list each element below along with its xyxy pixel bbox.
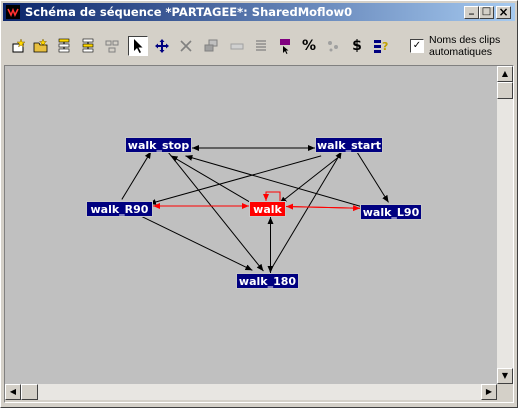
sequence-canvas[interactable]: walk_stop walk_start walk_R90 walk walk_… (5, 66, 497, 384)
toolbar: % $ ? ✓ Noms des clips automatiques (3, 23, 515, 63)
dollar-icon: $ (352, 38, 362, 54)
rectangle-icon (230, 43, 244, 50)
close-button[interactable]: × (496, 6, 511, 19)
tool-list[interactable] (251, 36, 271, 56)
tool-dollar[interactable]: $ (347, 36, 367, 56)
horizontal-scrollbar[interactable]: ◀ ▶ (5, 384, 497, 400)
auto-clip-names-checkbox[interactable]: ✓ (410, 39, 424, 53)
select-random-icon (280, 39, 290, 54)
transition-edge-walk_stop-to-walk_180[interactable] (166, 150, 264, 272)
maximize-button[interactable]: □ (479, 6, 494, 19)
app-icon (6, 5, 20, 19)
window-title: Schéma de séquence *PARTAGEE*: SharedMof… (25, 5, 353, 19)
clip-node-label: walk_L90 (362, 206, 420, 219)
tool-create-transition[interactable] (54, 36, 74, 56)
tool-delete[interactable] (176, 36, 196, 56)
clip-node-walk-start[interactable]: walk_start (315, 137, 383, 153)
tool-select-random[interactable] (275, 36, 295, 56)
transition-edge-walk_R90-to-walk_180[interactable] (137, 213, 253, 271)
tool-percent[interactable]: % (299, 36, 319, 56)
script-info-icon: ? (374, 40, 388, 53)
random-icon (328, 41, 338, 52)
transition-edge-walk_L90-to-walk[interactable] (286, 203, 361, 210)
transition-edge-walk_180-to-walk_start[interactable] (269, 151, 343, 272)
tool-rectangle[interactable] (227, 36, 247, 56)
auto-clip-names-label[interactable]: Noms des clips automatiques (429, 34, 500, 58)
arrow-up-icon: ▲ (501, 69, 509, 78)
tool-move[interactable] (152, 36, 172, 56)
transition-edges (121, 145, 389, 273)
edit-transition-icon (82, 38, 94, 53)
clip-node-label: walk_start (316, 139, 382, 152)
auto-clip-names-label-line1: Noms des clips (429, 34, 501, 46)
scroll-left-button[interactable]: ◀ (5, 384, 21, 400)
horizontal-scroll-thumb[interactable] (21, 384, 38, 400)
canvas-frame (4, 65, 514, 403)
tool-select[interactable] (128, 36, 148, 56)
tool-disabled[interactable] (102, 36, 122, 56)
vertical-scroll-thumb[interactable] (497, 82, 513, 99)
close-icon: × (498, 5, 509, 19)
percent-icon: % (301, 38, 317, 54)
title-bar[interactable]: Schéma de séquence *PARTAGEE*: SharedMof… (3, 3, 515, 21)
load-file-icon (33, 38, 48, 53)
auto-clip-names-label-line2: automatiques (429, 46, 493, 58)
vertical-scrollbar[interactable]: ▲ ▼ (497, 66, 513, 384)
clip-node-label: walk_stop (127, 139, 190, 152)
svg-text:?: ? (382, 40, 388, 53)
create-transition-icon (58, 38, 70, 53)
arrow-right-icon: ▶ (485, 387, 493, 396)
select-arrow-icon (134, 39, 143, 53)
clip-node-walk[interactable]: walk (249, 201, 286, 217)
transition-edge-walk_start-to-walk[interactable] (279, 154, 341, 204)
tool-copy[interactable] (201, 36, 221, 56)
delete-icon (180, 40, 192, 52)
arrow-down-icon: ▼ (501, 371, 509, 380)
disabled-tool-icon (105, 40, 119, 53)
clip-node-label: walk (253, 203, 282, 216)
new-motion-flow-icon (12, 38, 26, 53)
minimize-button[interactable]: _ (464, 4, 479, 19)
copy-icon (204, 39, 218, 52)
scroll-down-button[interactable]: ▼ (497, 368, 513, 384)
scroll-up-button[interactable]: ▲ (497, 66, 513, 82)
tool-load-file[interactable] (31, 36, 51, 56)
tool-script-info[interactable]: ? (370, 36, 390, 56)
tool-random[interactable] (323, 36, 343, 56)
tool-edit-transition[interactable] (78, 36, 98, 56)
scrollbar-corner (497, 384, 513, 400)
list-icon (256, 40, 266, 51)
clip-node-walk-l90[interactable]: walk_L90 (360, 204, 422, 220)
tool-new-motion-flow[interactable] (9, 36, 29, 56)
transition-edge-walk_start-to-walk_L90[interactable] (356, 151, 389, 203)
maximize-icon: □ (481, 6, 492, 17)
check-mark-icon: ✓ (412, 40, 422, 51)
clip-node-label: walk_180 (238, 275, 297, 288)
scroll-right-button[interactable]: ▶ (481, 384, 497, 400)
transition-edge-walk-to-walk_stop[interactable] (170, 155, 253, 205)
transition-edge-walk_start-to-walk_R90[interactable] (148, 155, 322, 205)
clip-node-label: walk_R90 (90, 203, 149, 216)
clip-node-walk-stop[interactable]: walk_stop (125, 137, 192, 153)
arrow-left-icon: ◀ (9, 387, 17, 396)
minimize-icon: _ (469, 4, 474, 15)
clip-node-walk-180[interactable]: walk_180 (236, 273, 299, 289)
clip-node-walk-r90[interactable]: walk_R90 (86, 201, 153, 217)
transition-edge-walk_R90-to-walk_stop[interactable] (121, 151, 152, 200)
transition-edge-walk-to-walk[interactable] (263, 191, 281, 201)
transition-edge-walk_L90-to-walk_stop[interactable] (185, 154, 363, 208)
move-icon (155, 39, 169, 53)
